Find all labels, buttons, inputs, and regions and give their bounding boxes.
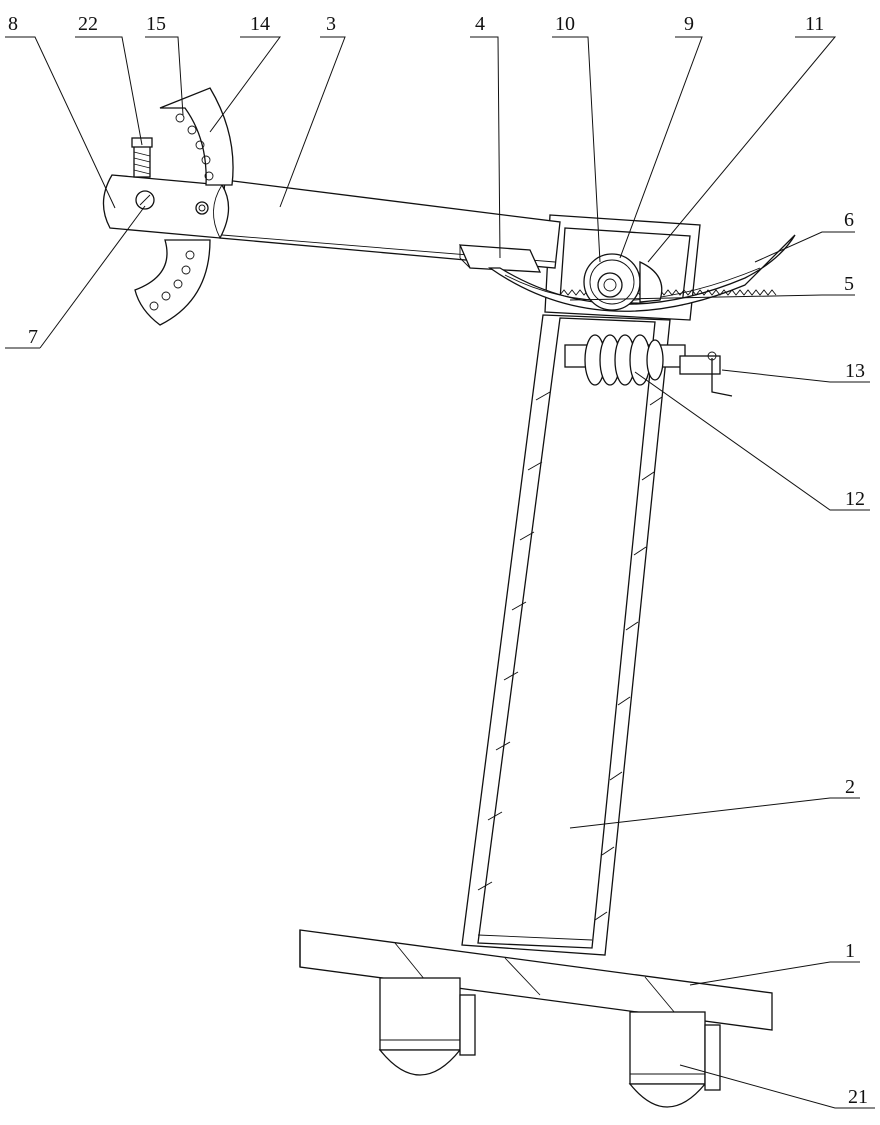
handle <box>679 351 733 397</box>
label-8: 8 <box>8 13 18 35</box>
base-plate <box>299 929 773 1108</box>
column-hatching <box>477 391 663 921</box>
label-1: 1 <box>845 940 855 962</box>
label-21: 21 <box>848 1086 868 1108</box>
gear <box>583 253 663 311</box>
label-10: 10 <box>555 13 575 35</box>
label-7: 7 <box>28 326 38 348</box>
part-labels: 8 22 15 14 3 4 10 9 11 6 5 7 13 12 2 1 2… <box>8 13 868 1108</box>
label-15: 15 <box>146 13 166 35</box>
arc-plate-lower <box>134 239 211 326</box>
label-6: 6 <box>844 209 854 231</box>
label-22: 22 <box>78 13 98 35</box>
worm-shaft <box>564 334 686 386</box>
leader-lines <box>5 36 875 1109</box>
label-9: 9 <box>684 13 694 35</box>
label-12: 12 <box>845 488 865 510</box>
column <box>461 314 671 956</box>
label-5: 5 <box>844 273 854 295</box>
label-2: 2 <box>845 776 855 798</box>
bracket <box>458 244 542 273</box>
label-13: 13 <box>845 360 865 382</box>
label-3: 3 <box>326 13 336 35</box>
caster-left <box>378 977 476 1076</box>
arc-plate-upper <box>159 87 234 186</box>
label-14: 14 <box>250 13 270 35</box>
label-11: 11 <box>805 13 824 35</box>
clamp-sleeve <box>102 174 230 239</box>
label-4: 4 <box>475 13 485 35</box>
caster-right <box>628 1011 721 1108</box>
